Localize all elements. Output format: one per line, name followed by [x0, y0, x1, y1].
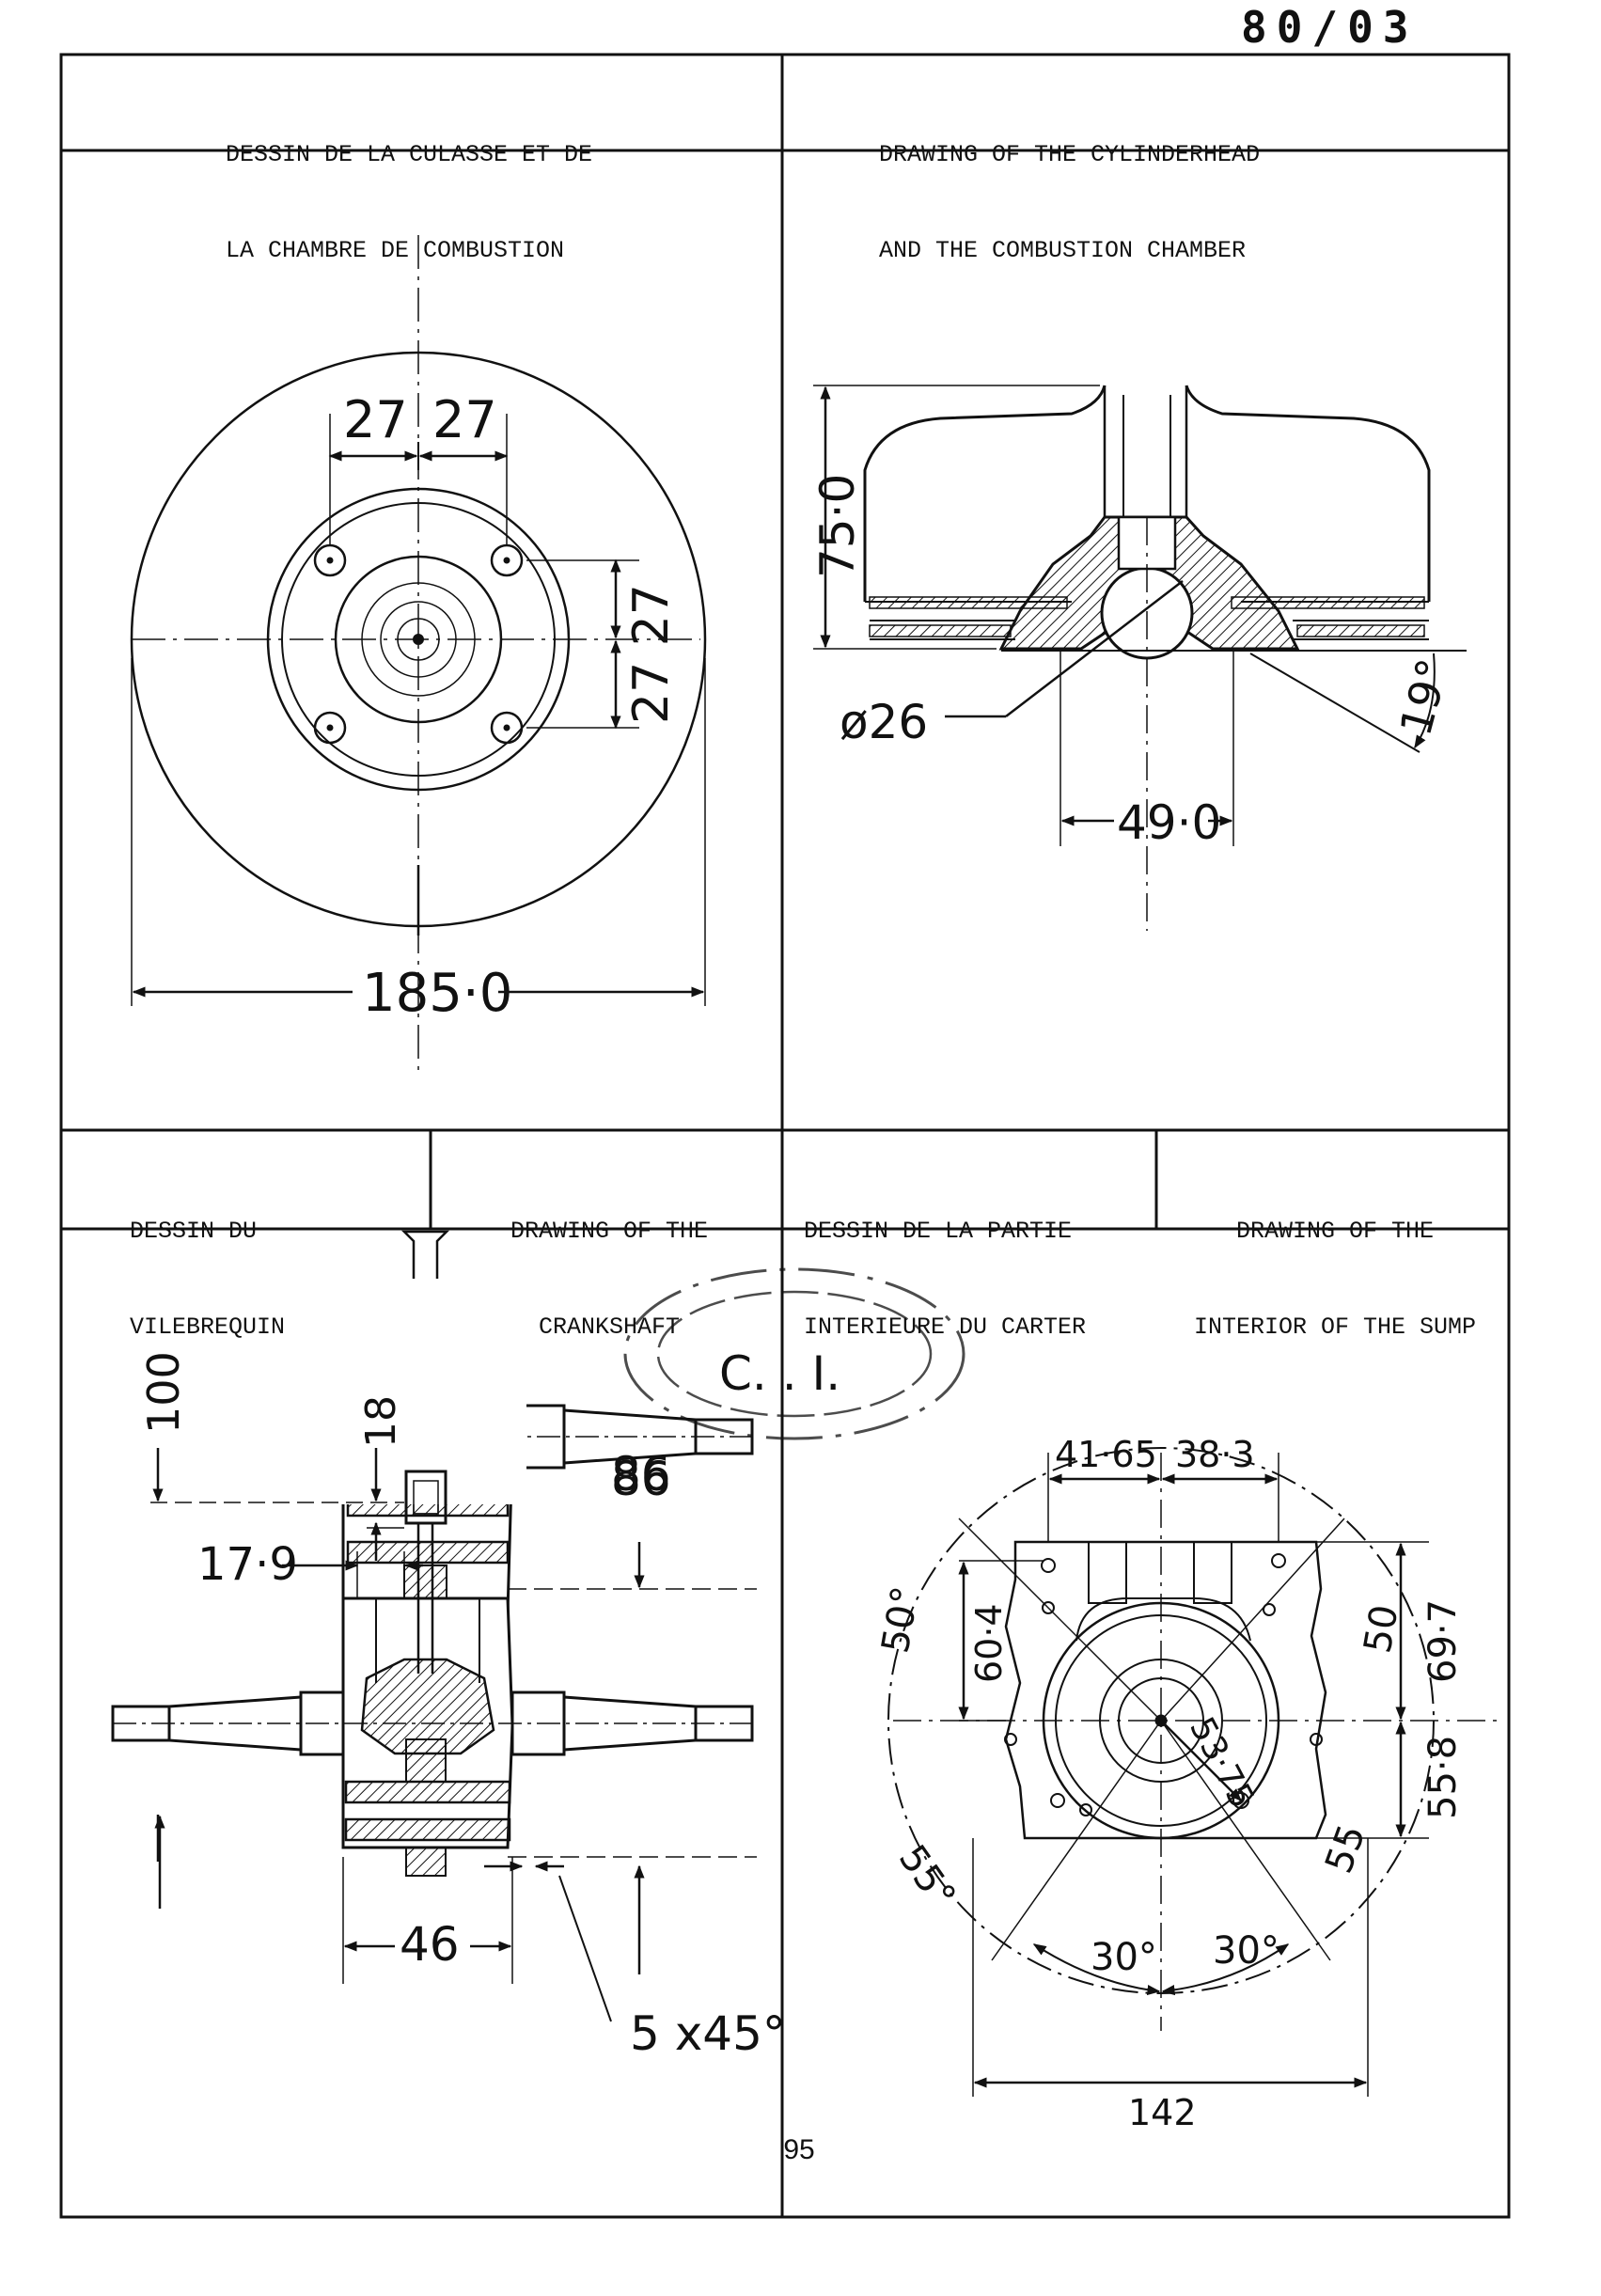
dim-crank-chamfer: 5 x45° — [630, 2006, 786, 2061]
header-crank-fr-line2: VILEBREQUIN — [130, 1313, 286, 1341]
frame-grid — [59, 53, 1511, 2219]
dim-crank-18-redraw: 18 — [357, 1395, 404, 1448]
dim-crank-46: 46 — [400, 1917, 460, 1972]
header-sump-en-line1: DRAWING OF THE — [1235, 1218, 1435, 1245]
dim-sump-53-75: 53·75 — [1182, 1711, 1262, 1815]
header-sump-en-line2: INTERIOR OF THE SUMP — [1193, 1313, 1477, 1341]
dim-crank-100-redraw: 100 — [141, 1351, 188, 1434]
dim-sump-55-8: 55·8 — [1421, 1736, 1465, 1819]
dim-sump-38-3: 38·3 — [1175, 1434, 1255, 1475]
crank-label-100-wrap: 100 — [138, 1312, 189, 1443]
dim-chamber-height: 75·0 — [810, 474, 865, 578]
dim-sump-30-left: 30° — [1091, 1936, 1157, 1979]
sump-interior-view — [887, 1447, 1499, 2097]
header-sump-fr-line1: DESSIN DE LA PARTIE — [804, 1218, 1073, 1245]
header-cylinderhead-fr: DESSIN DE LA CULASSE ET DE LA CHAMBRE DE… — [226, 75, 592, 331]
header-crank-en-line2: CRANKSHAFT — [538, 1313, 681, 1341]
stamp-seal — [623, 1267, 965, 1440]
dim-sump-55-right: 55 — [1317, 1819, 1374, 1879]
header-crank-fr-line1: DESSIN DU — [130, 1218, 258, 1245]
dim-chamber-bore: ø26 — [840, 695, 928, 749]
header-cylinderhead-en-line2: AND THE COMBUSTION CHAMBER — [879, 237, 1247, 264]
document-code: 80/03 — [1241, 2, 1419, 53]
header-cylinderhead-en: DRAWING OF THE CYLINDERHEAD AND THE COMB… — [879, 75, 1260, 331]
header-crank-en: DRAWING OF THE CRANKSHAFT — [440, 1152, 778, 1407]
header-cylinderhead-fr-line1: DESSIN DE LA CULASSE ET DE — [226, 141, 593, 168]
dim-crank-17-9: 17·9 — [197, 1538, 298, 1591]
crank-label-18-wrap: 18 — [357, 1382, 405, 1453]
crank-mask — [94, 1279, 526, 1504]
dim-head-27a: 27 — [343, 390, 408, 449]
crank-label-86-wrap: 86 — [606, 1448, 682, 1506]
dim-head-diameter: 185·0 — [362, 963, 512, 1024]
dim-crank-86: 86 — [611, 1447, 671, 1502]
header-crank-en-line1: DRAWING OF THE — [510, 1218, 709, 1245]
header-cylinderhead-en-line1: DRAWING OF THE CYLINDERHEAD — [879, 141, 1261, 168]
cylinder-head-plan-view — [130, 235, 707, 1072]
dim-sump-142: 142 — [1128, 2092, 1197, 2133]
header-cylinderhead-fr-line2: LA CHAMBRE DE COMBUSTION — [226, 237, 565, 264]
header-sump-fr: DESSIN DE LA PARTIE INTERIEURE DU CARTER — [804, 1152, 1086, 1407]
header-sump-fr-line2: INTERIEURE DU CARTER — [804, 1313, 1087, 1341]
dim-sump-69-7: 69·7 — [1421, 1599, 1465, 1683]
dim-head-27b: 27 — [432, 390, 497, 449]
header-crank-fr: DESSIN DU VILEBREQUIN — [130, 1152, 285, 1407]
stamp-text: C. . I. — [719, 1346, 840, 1401]
dim-chamber-angle: 19° — [1389, 653, 1458, 741]
dim-sump-50-right: 50 — [1357, 1602, 1407, 1657]
dim-sump-60-4: 60·4 — [968, 1603, 1010, 1683]
dim-head-side-27: 27 27 — [623, 584, 680, 724]
combustion-chamber-section — [813, 385, 1467, 931]
dim-sump-30-right: 30° — [1213, 1929, 1279, 1973]
dim-sump-41-65: 41·65 — [1055, 1434, 1157, 1475]
header-sump-en: DRAWING OF THE INTERIOR OF THE SUMP — [1166, 1152, 1504, 1407]
dim-sump-50-left: 50° — [874, 1583, 929, 1657]
page-number: 95 — [783, 2134, 815, 2165]
dim-chamber-width: 49·0 — [1117, 795, 1221, 850]
dim-sump-55-left: 55° — [890, 1837, 964, 1916]
dim-crank-86-redraw: 86 — [611, 1452, 671, 1504]
